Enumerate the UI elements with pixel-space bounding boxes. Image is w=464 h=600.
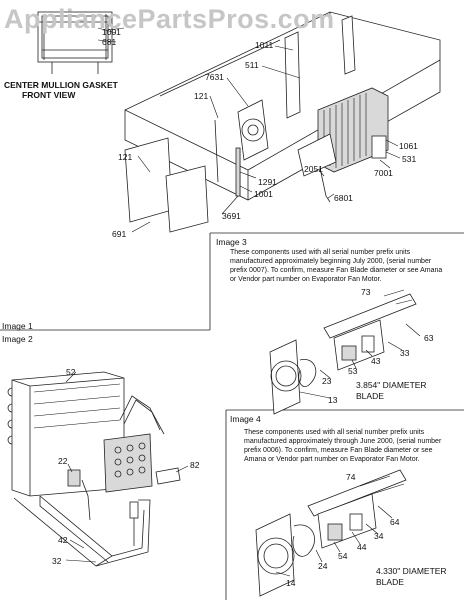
part-number: 13 (328, 395, 338, 405)
evaporator-cover-assembly (124, 11, 441, 233)
part-number: 23 (322, 376, 332, 386)
gasket-caption-line2: FRONT VIEW (22, 90, 76, 100)
part-number: 43 (371, 356, 381, 366)
part-number: 7631 (205, 72, 224, 82)
part-number: 44 (357, 542, 367, 552)
image3-blade-line1: 3.854" DIAMETER (356, 380, 427, 390)
part-number: 54 (338, 551, 348, 561)
image3-blade-line2: BLADE (356, 391, 384, 401)
image4-fan-assembly (255, 469, 407, 597)
part-number: 32 (52, 556, 62, 566)
section-label-image2: Image 2 (2, 334, 33, 344)
image4-blade-line2: BLADE (376, 577, 404, 587)
part-number: 681 (102, 37, 117, 47)
part-number: 2051 (304, 164, 323, 174)
part-number: 22 (58, 456, 68, 466)
section-label-image1: Image 1 (2, 321, 33, 331)
part-number: 6801 (334, 193, 353, 203)
part-number: 691 (112, 229, 127, 239)
part-number: 7001 (374, 168, 393, 178)
part-number: 42 (58, 535, 68, 545)
part-number: 52 (66, 367, 76, 377)
part-number: 14 (286, 578, 296, 588)
part-number: 531 (402, 154, 417, 164)
center-mullion-gasket-drawing (37, 11, 117, 74)
watermark-logo: AppliancePartsPros.com (4, 4, 335, 34)
gasket-caption-line1: CENTER MULLION GASKET (4, 80, 118, 90)
part-number: 33 (400, 348, 410, 358)
part-number: 73 (361, 287, 371, 297)
part-number: 1291 (258, 177, 277, 187)
image4-note: These components used with all serial nu… (244, 429, 442, 463)
part-number: 1011 (255, 40, 274, 50)
image3-note: These components used with all serial nu… (230, 249, 443, 283)
image4-blade-line1: 4.330" DIAMETER (376, 566, 447, 576)
part-number: 121 (194, 91, 209, 101)
part-number: 64 (390, 517, 400, 527)
part-number: 1001 (102, 27, 121, 37)
part-number: 511 (245, 60, 259, 70)
part-number: 1001 (254, 189, 273, 199)
part-number: 121 (118, 152, 133, 162)
part-number: 24 (318, 561, 328, 571)
part-number: 34 (374, 531, 384, 541)
part-number: 82 (190, 460, 200, 470)
part-number: 74 (346, 472, 356, 482)
image2-evaporator-coil (7, 371, 181, 567)
image3-fan-assembly (269, 289, 421, 415)
part-number: 1061 (399, 141, 418, 151)
section-label-image3: Image 3 (216, 237, 247, 247)
part-number: 63 (424, 333, 434, 343)
part-number: 53 (348, 366, 358, 376)
part-number: 3691 (222, 211, 241, 221)
section-label-image4: Image 4 (230, 414, 261, 424)
